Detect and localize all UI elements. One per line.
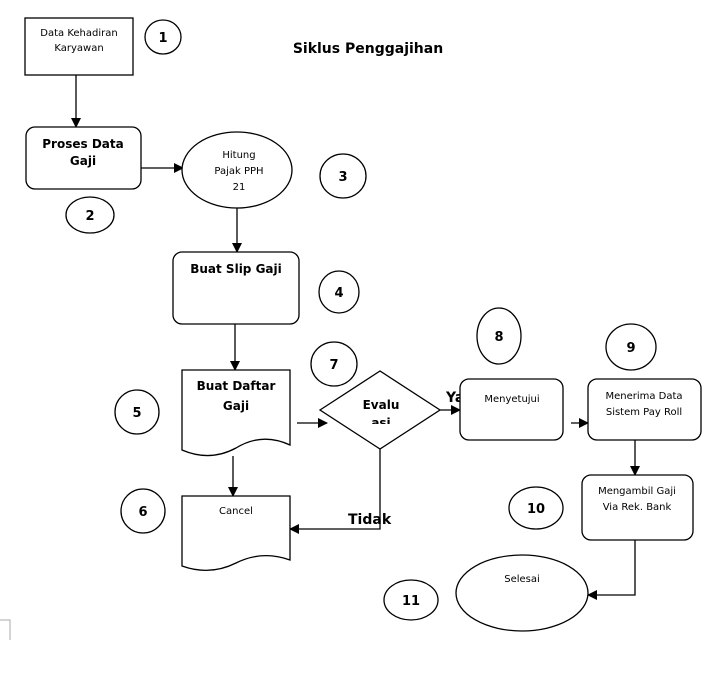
step-1: 1 [144,19,182,55]
node-label: Via Rek. Bank [603,502,672,513]
node-evaluasi: Evalu asi [318,370,442,450]
diagram-title: Siklus Penggajihan [293,41,443,57]
step-6: 6 [120,488,166,534]
node-label: Evalu [363,398,400,412]
step-10: 10 [508,486,564,530]
svg-text:6: 6 [138,505,147,520]
step-3: 3 [319,153,367,199]
connectors [71,75,640,600]
node-label: Proses Data [42,137,123,151]
node-label: Pajak PPH [214,166,263,177]
node-selesai: Selesai [455,554,589,632]
step-11: 11 [383,579,439,621]
arrow-mengambil-selesai [587,540,636,600]
node-label: Data Kehadiran [40,28,117,39]
node-hitung-pajak: Hitung Pajak PPH 21 [181,131,293,209]
svg-text:11: 11 [402,594,420,609]
node-mengambil-gaji: Mengambil Gaji Via Rek. Bank [581,474,694,541]
node-label: Cancel [219,506,253,517]
node-label: Karyawan [54,43,103,54]
node-label: Hitung [222,150,255,161]
node-label: Menerima Data [605,391,682,402]
page-corner-mark [0,619,11,640]
svg-text:10: 10 [527,502,545,517]
step-2: 2 [65,196,115,234]
svg-text:1: 1 [158,31,167,46]
node-data-kehadiran: Data Kehadiran Karyawan [24,17,134,76]
node-label: Gaji [223,399,249,413]
node-label: asi [371,416,390,430]
svg-text:7: 7 [329,358,338,373]
node-label: Mengambil Gaji [598,486,676,497]
node-proses-data-gaji: Proses Data Gaji [25,126,142,190]
node-cancel: Cancel [181,495,291,571]
step-7: 7 [310,341,358,387]
node-label: Buat Daftar [197,379,276,393]
svg-text:3: 3 [338,170,347,185]
node-label: Gaji [70,154,96,168]
arrow-evaluasi-cancel [289,449,381,534]
node-label: Sistem Pay Roll [606,407,682,418]
step-4: 4 [318,270,360,314]
node-label: Menyetujui [484,394,539,405]
node-label: Buat Slip Gaji [190,262,282,276]
step-numbers: 1 2 3 4 5 6 7 8 9 10 11 [65,19,657,621]
svg-text:4: 4 [334,286,343,301]
node-buat-slip-gaji: Buat Slip Gaji [172,251,300,325]
node-label: 21 [233,182,246,193]
node-menerima-data: Menerima Data Sistem Pay Roll [587,378,702,441]
step-8: 8 [476,307,522,365]
node-buat-daftar-gaji: Buat Daftar Gaji [181,369,291,457]
step-9: 9 [605,323,657,371]
svg-text:8: 8 [494,330,503,345]
node-menyetujui: Menyetujui [459,378,564,441]
edge-label-tidak: Tidak [348,512,392,528]
node-label: Selesai [504,574,540,585]
step-5: 5 [114,389,160,435]
svg-text:9: 9 [626,341,635,356]
svg-text:5: 5 [132,406,141,421]
svg-text:2: 2 [85,209,94,224]
